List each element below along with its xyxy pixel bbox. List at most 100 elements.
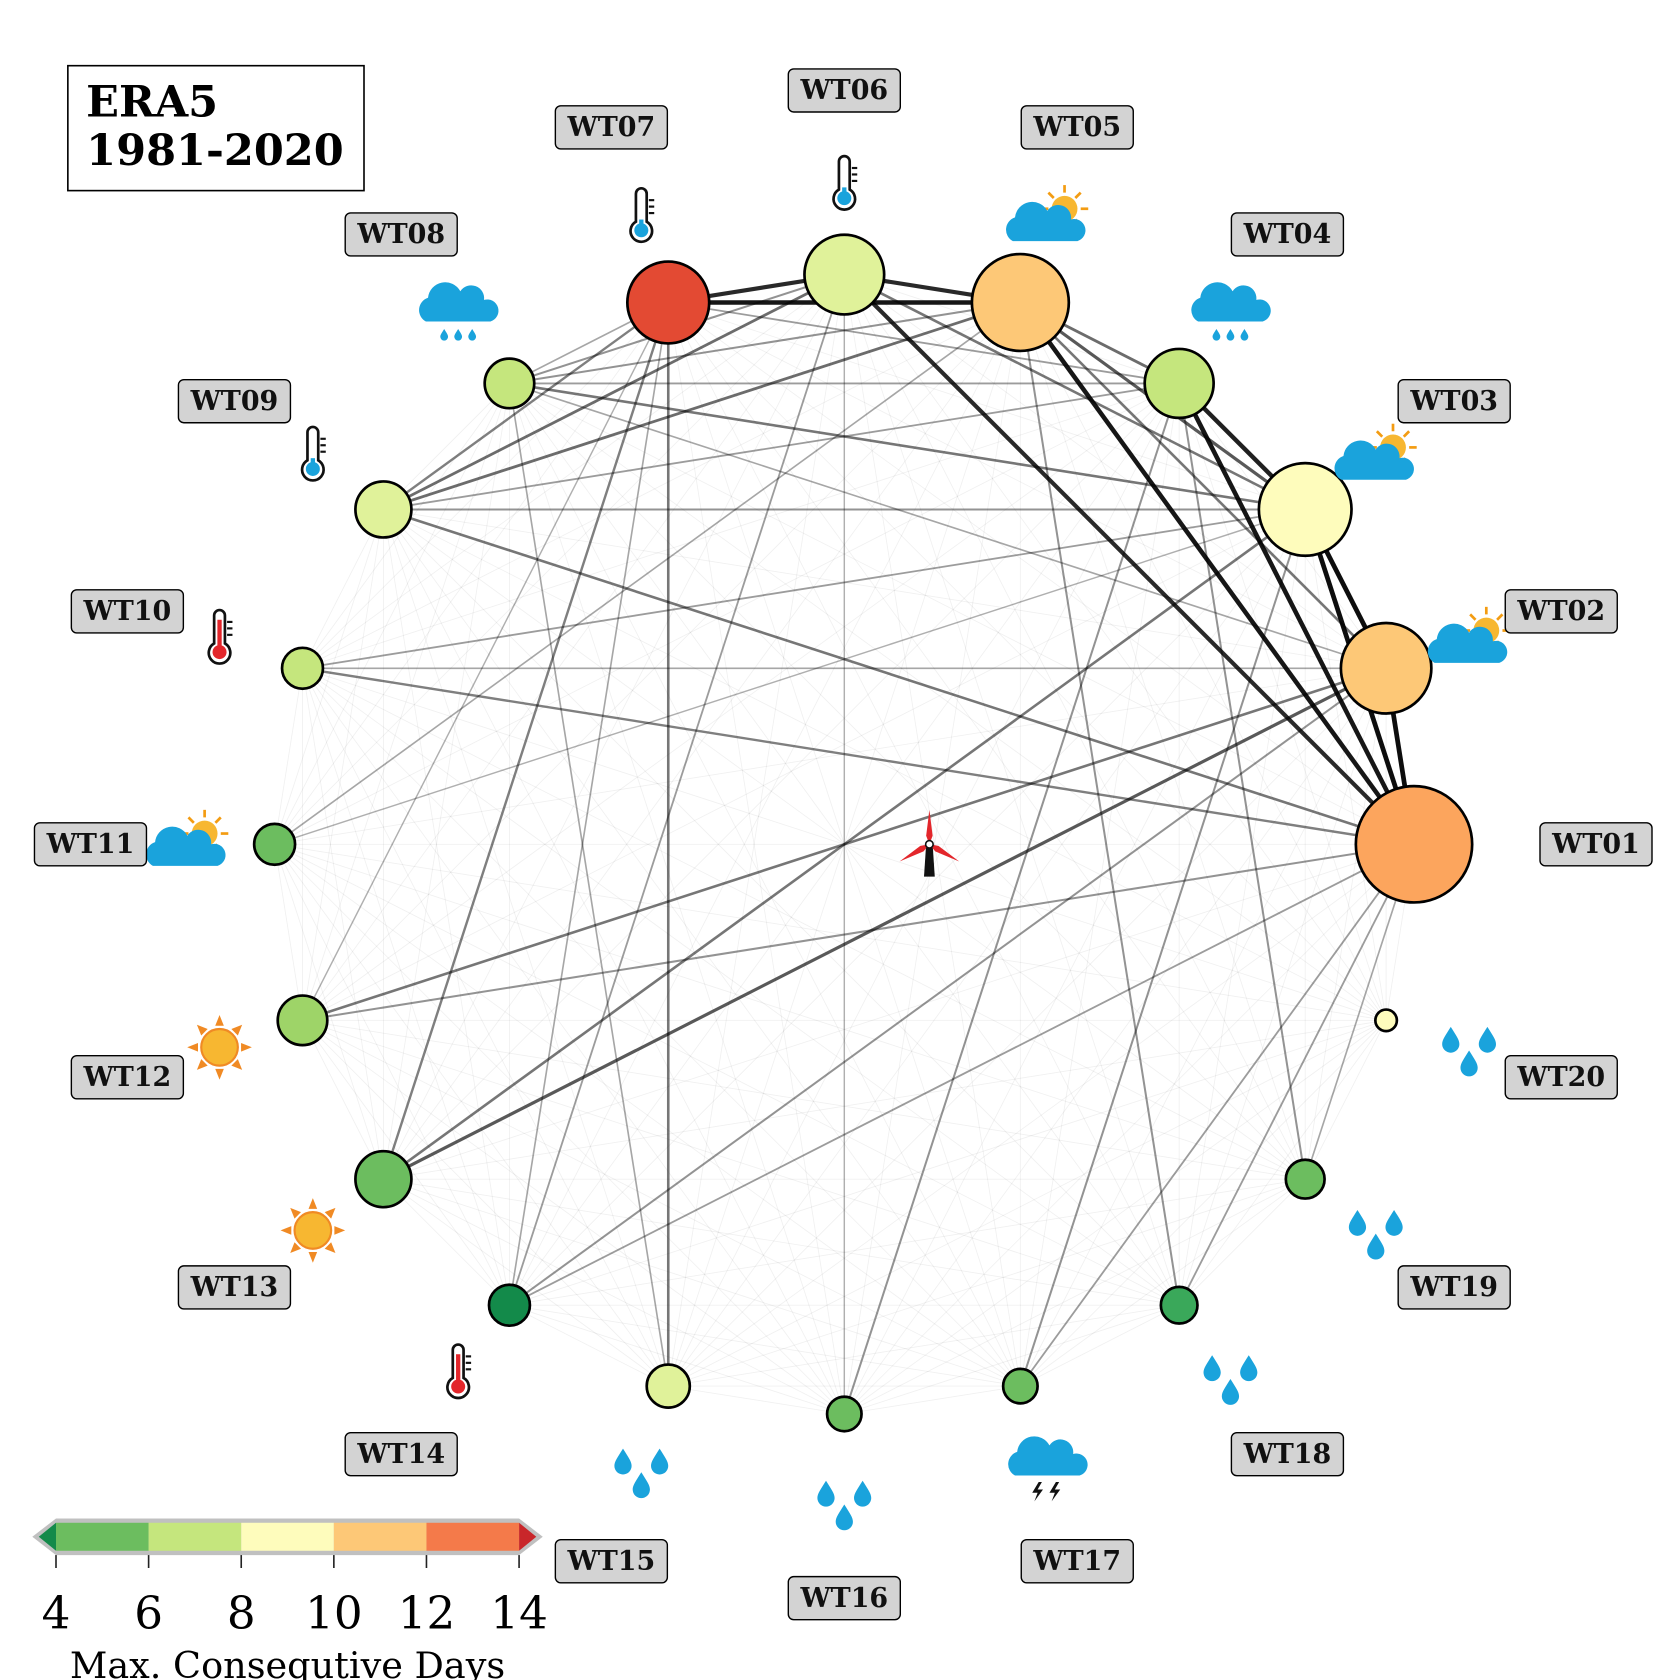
edge-WT08-WT19: [509, 383, 1306, 1180]
edge-WT14-WT17: [509, 1304, 1021, 1387]
cloud-rain-icon: [419, 282, 498, 340]
edge-WT12-WT19: [302, 1019, 1306, 1180]
edge-WT08-WT09: [383, 383, 510, 510]
edge-WT12-WT17: [302, 1019, 1021, 1387]
edge-WT01-WT12: [302, 843, 1415, 1022]
edge-WT08-WT13: [382, 383, 510, 1180]
edge-WT08-WT20: [509, 383, 1387, 1021]
colorbar-tick-label: 12: [398, 1586, 456, 1639]
node-wt02[interactable]: [1339, 621, 1433, 715]
edge-WT11-WT20: [274, 843, 1387, 1021]
droplets-icon: [614, 1449, 668, 1499]
edge-WT17-WT19: [1020, 1178, 1306, 1387]
node-label-text: WT16: [799, 1583, 888, 1614]
node-label-wt07: WT07: [554, 105, 669, 150]
edge-WT13-WT16: [383, 1178, 845, 1415]
edge-WT07-WT13: [382, 302, 670, 1180]
edge-WT13-WT18: [383, 1178, 1180, 1306]
colorbar-label: Max. Consequtive Days: [70, 1644, 505, 1680]
edge-WT08-WT03: [509, 382, 1306, 511]
edge-WT01-WT06: [842, 273, 1416, 846]
edge-layer: [274, 272, 1417, 1415]
edge-WT11-WT14: [274, 844, 510, 1306]
edge-WT07-WT20: [667, 302, 1387, 1021]
node-wt03[interactable]: [1257, 461, 1353, 558]
edge-WT05-WT20: [1019, 302, 1387, 1021]
edge-WT05-WT09: [382, 301, 1021, 511]
edge-WT15-WT18: [668, 1304, 1180, 1387]
node-wt13[interactable]: [354, 1149, 413, 1209]
colorbar-over-arrow: [519, 1522, 537, 1551]
node-wt16[interactable]: [825, 1395, 863, 1433]
node-label-text: WT11: [46, 829, 135, 860]
edge-WT14-WT16: [509, 1304, 845, 1415]
node-label-text: WT08: [356, 219, 445, 250]
node-wt07[interactable]: [625, 260, 711, 345]
edge-WT15-WT16: [668, 1385, 845, 1415]
node-label-wt17: WT17: [1020, 1539, 1134, 1584]
node-wt19[interactable]: [1284, 1158, 1326, 1200]
edge-WT04-WT19: [1178, 383, 1307, 1180]
node-label-text: WT10: [83, 596, 172, 627]
edge-WT15-WT20: [668, 1019, 1387, 1387]
node-label-wt06: WT06: [787, 68, 902, 113]
edge-WT10-WT19: [302, 667, 1306, 1180]
edge-WT02-WT17: [1019, 668, 1387, 1387]
colorbar-tick-label: 14: [490, 1586, 548, 1639]
node-label-text: WT02: [1516, 596, 1605, 627]
edge-WT02-WT14: [508, 667, 1387, 1307]
edge-WT08-WT15: [508, 383, 670, 1387]
edge-WT07-WT16: [667, 302, 845, 1415]
edge-WT10-WT11: [274, 668, 303, 845]
sun-icon: [186, 1013, 253, 1081]
node-wt01[interactable]: [1354, 784, 1474, 904]
node-label-wt16: WT16: [787, 1575, 902, 1621]
edge-WT02-WT08: [509, 382, 1387, 670]
edge-WT01-WT13: [383, 843, 1415, 1180]
edge-WT17-WT20: [1020, 1020, 1387, 1387]
edge-WT16-WT18: [844, 1304, 1180, 1415]
edge-WT04-WT17: [1019, 383, 1180, 1387]
colorbar-bin: [333, 1522, 427, 1551]
edge-WT06-WT17: [843, 274, 1021, 1387]
colorbar-bin: [56, 1522, 149, 1551]
edge-WT03-WT07: [668, 302, 1306, 510]
node-wt09[interactable]: [354, 480, 413, 539]
cloud-sun-icon: [146, 810, 228, 866]
edge-WT06-WT10: [302, 274, 845, 669]
node-wt11[interactable]: [252, 822, 297, 867]
edge-WT03-WT12: [302, 509, 1306, 1021]
edge-WT01-WT16: [844, 844, 1415, 1415]
edge-WT01-WT10: [302, 667, 1415, 846]
thermometer-cold-icon: [300, 425, 328, 482]
node-label-text: WT12: [83, 1062, 172, 1093]
node-wt04[interactable]: [1143, 347, 1215, 420]
node-wt17[interactable]: [1001, 1367, 1039, 1405]
node-wt14[interactable]: [487, 1283, 532, 1328]
node-wt15[interactable]: [645, 1363, 692, 1410]
droplets-icon: [1349, 1210, 1403, 1260]
edge-WT04-WT07: [668, 301, 1180, 385]
node-label-wt11: WT11: [33, 822, 148, 867]
node-wt06[interactable]: [803, 233, 886, 316]
edge-WT10-WT18: [302, 667, 1180, 1306]
edge-WT06-WT14: [508, 274, 846, 1306]
node-wt18[interactable]: [1159, 1285, 1199, 1325]
edge-WT02-WT16: [843, 668, 1387, 1415]
edge-WT11-WT19: [274, 843, 1306, 1180]
edge-WT07-WT11: [274, 302, 669, 845]
node-wt05[interactable]: [970, 252, 1071, 353]
node-wt08[interactable]: [483, 357, 536, 410]
edge-WT14-WT15: [509, 1304, 669, 1387]
node-label-wt19: WT19: [1397, 1265, 1511, 1310]
node-layer: [252, 233, 1474, 1433]
edge-WT01-WT09: [383, 508, 1415, 846]
edge-WT02-WT13: [382, 666, 1387, 1181]
node-wt10[interactable]: [280, 646, 325, 691]
node-wt12[interactable]: [276, 994, 329, 1047]
edge-WT03-WT20: [1304, 509, 1387, 1021]
node-wt20[interactable]: [1374, 1008, 1399, 1033]
node-label-text: WT07: [567, 112, 656, 143]
edge-WT06-WT12: [302, 274, 845, 1021]
